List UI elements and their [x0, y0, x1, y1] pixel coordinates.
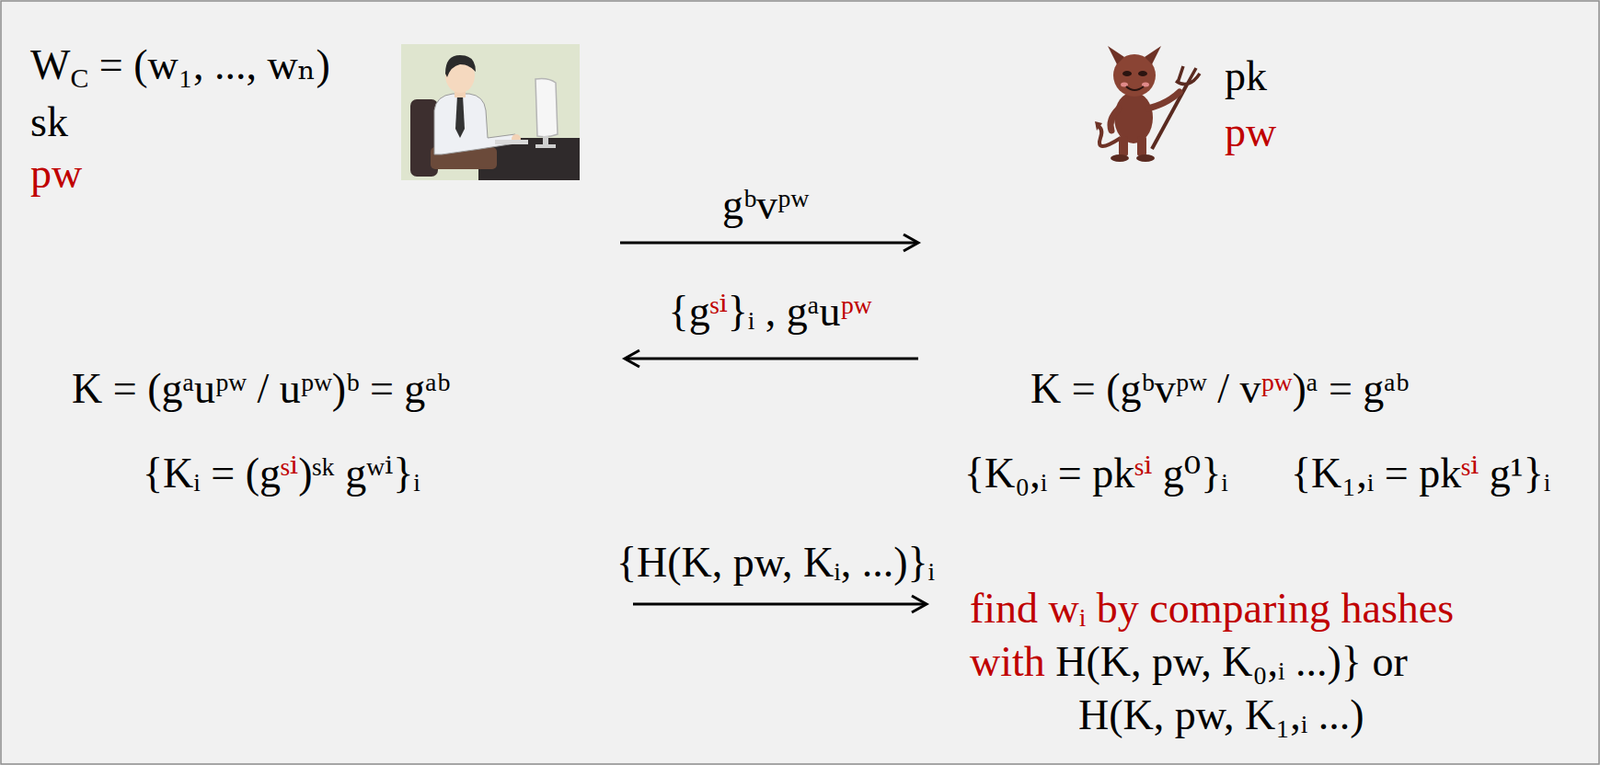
text-line: WC = (w₁, ..., wₙ): [30, 40, 331, 95]
text-segment: C: [69, 62, 89, 93]
text-segment: ˢⁱ: [1134, 449, 1152, 497]
variable-label: pw: [1224, 107, 1277, 158]
formula: {K₀,ᵢ = pkˢⁱ g⁰}ᵢ: [964, 448, 1229, 499]
text-segment: = (w₁, ..., wₙ): [88, 41, 330, 89]
text-line: {K₀,ᵢ = pkˢⁱ g⁰}ᵢ: [964, 448, 1229, 499]
message-label: gᵇvᵖʷ: [722, 180, 809, 231]
text-segment: pk: [1224, 52, 1267, 100]
variable-label: sk: [30, 97, 69, 148]
arrowhead: [911, 596, 927, 613]
message-label: {H(K, pw, Kᵢ, ...)}ᵢ: [616, 538, 935, 588]
text-line: K = (gᵇvᵖʷ / vᵖʷ)ᵃ = gᵃᵇ: [1030, 364, 1409, 415]
arrowhead: [624, 350, 640, 368]
text-segment: W: [30, 41, 70, 89]
text-line: gᵇvᵖʷ: [722, 180, 809, 231]
text-segment: ˢⁱ: [710, 287, 728, 335]
text-segment: )ᵃ = gᵃᵇ: [1292, 365, 1410, 413]
text-segment: ˢⁱ: [280, 449, 299, 497]
formula: {K₁,ᵢ = pkˢⁱ g¹}ᵢ: [1290, 448, 1551, 499]
text-line: pk: [1224, 51, 1267, 102]
arrowhead: [903, 234, 919, 252]
text-line: pw: [30, 149, 82, 199]
text-segment: )ˢᵏ gʷⁱ}ᵢ: [298, 449, 421, 497]
text-line: find wᵢ by comparing hashes: [969, 582, 1465, 636]
text-segment: H(K, pw, K₀,ᵢ ...)} or: [1045, 638, 1419, 686]
text-line: {gˢⁱ}ᵢ , gᵃuᵖʷ: [668, 287, 873, 337]
text-segment: }ᵢ , gᵃu: [727, 287, 841, 335]
variable-label: pk: [1224, 51, 1267, 102]
text-line: sk: [30, 97, 69, 148]
text-segment: ᵖʷ: [840, 287, 872, 335]
text-segment: ᵖʷ: [1261, 365, 1293, 413]
text-segment: g⁰}ᵢ: [1151, 449, 1229, 497]
text-segment: K = (gᵃuᵖʷ / uᵖʷ)ᵇ = gᵃᵇ: [71, 365, 450, 413]
text-segment: g¹}ᵢ: [1478, 449, 1551, 497]
attacker-illustration: [1094, 46, 1200, 162]
arrow-line: [620, 241, 918, 245]
arrow-line: [625, 357, 919, 361]
text-line: {Kᵢ = (gˢⁱ)ˢᵏ gʷⁱ}ᵢ: [142, 448, 421, 499]
formula: {Kᵢ = (gˢⁱ)ˢᵏ gʷⁱ}ᵢ: [142, 448, 421, 499]
text-line: H(K, pw, K₁,ᵢ ...): [1078, 689, 1465, 743]
text-line: with H(K, pw, K₀,ᵢ ...)} or: [969, 635, 1465, 690]
attack-note: find wᵢ by comparing hashes with H(K, pw…: [969, 582, 1465, 743]
text-segment: {H(K, pw, Kᵢ, ...)}ᵢ: [616, 539, 935, 587]
text-segment: gᵇvᵖʷ: [722, 181, 809, 229]
text-segment: {Kᵢ = (g: [142, 449, 281, 497]
formula: K = (gᵇvᵖʷ / vᵖʷ)ᵃ = gᵃᵇ: [1030, 364, 1409, 415]
text-segment: {g: [668, 287, 711, 335]
variable-label: WC = (w₁, ..., wₙ): [30, 40, 331, 95]
text-segment: pw: [1224, 108, 1277, 156]
text-segment: sk: [30, 98, 69, 146]
text-line: {K₁,ᵢ = pkˢⁱ g¹}ᵢ: [1290, 448, 1551, 499]
text-line: K = (gᵃuᵖʷ / uᵖʷ)ᵇ = gᵃᵇ: [71, 364, 450, 415]
user-illustration: [401, 44, 580, 181]
arrow-line: [633, 603, 926, 607]
text-segment: {K₁,ᵢ = pk: [1290, 449, 1462, 497]
text-segment: find wᵢ by comparing hashes: [969, 585, 1465, 633]
text-line: {H(K, pw, Kᵢ, ...)}ᵢ: [616, 538, 935, 588]
text-line: pw: [1224, 107, 1277, 158]
variable-label: pw: [30, 149, 82, 199]
text-segment: ˢⁱ: [1461, 449, 1479, 497]
text-segment: {K₀,ᵢ = pk: [964, 449, 1135, 497]
formula: K = (gᵃuᵖʷ / uᵖʷ)ᵇ = gᵃᵇ: [71, 364, 450, 415]
text-segment: with: [969, 638, 1046, 686]
message-label: {gˢⁱ}ᵢ , gᵃuᵖʷ: [668, 287, 873, 337]
text-segment: K = (gᵇvᵖʷ / v: [1030, 365, 1262, 413]
text-segment: pw: [30, 149, 82, 197]
text-segment: H(K, pw, K₁,ᵢ ...): [1078, 691, 1365, 739]
